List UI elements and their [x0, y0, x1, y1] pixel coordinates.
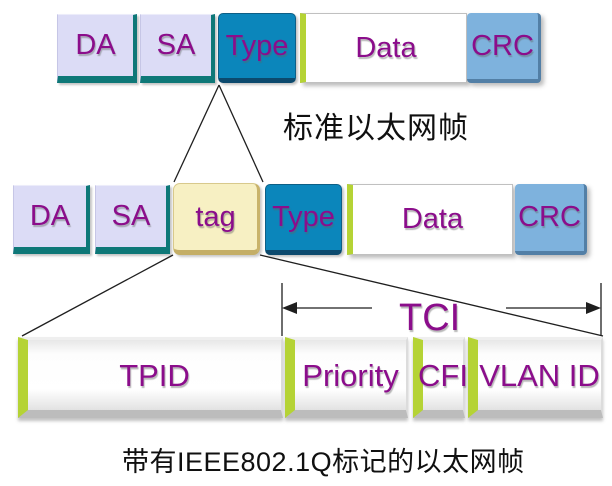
field-label: Type	[225, 29, 289, 62]
field-label: SA	[111, 200, 151, 232]
field-label: CRC	[518, 201, 581, 233]
tag-detail-cfi-field: CFI	[413, 337, 468, 418]
tag-detail-tpid-field: TPID	[18, 337, 283, 418]
field-label: VLAN ID	[479, 357, 600, 393]
arrowhead-left-icon	[282, 302, 297, 314]
field-label: SA	[156, 29, 196, 61]
tagged-frame-da-field: DA	[13, 185, 90, 254]
tagged-frame-tag-field: tag	[173, 183, 260, 255]
arrowhead-right-icon	[586, 302, 601, 314]
field-label: Data	[355, 31, 417, 64]
tagged-frame-crc-field: CRC	[515, 184, 587, 255]
standard-frame-da-field: DA	[57, 14, 137, 83]
field-label: tag	[195, 200, 236, 233]
tagged-frame-data-field: Data	[347, 184, 513, 255]
field-label: Priority	[302, 357, 399, 393]
field-label: Type	[272, 201, 335, 233]
tagged-frame-caption: 带有IEEE802.1Q标记的以太网帧	[122, 447, 525, 477]
standard-frame-crc-field: CRC	[467, 13, 541, 83]
tci-span-label: TCI	[399, 297, 461, 339]
callout-lines-standard-to-tag	[173, 84, 264, 183]
tag-detail-priority-field: Priority	[285, 337, 408, 418]
field-label: DA	[29, 200, 71, 232]
tagged-frame-type-field: Type	[265, 184, 342, 255]
field-label: CRC	[471, 29, 534, 62]
standard-frame-type-field: Type	[218, 13, 296, 83]
standard-frame-sa-field: SA	[140, 14, 215, 83]
field-label: CFI	[418, 357, 468, 393]
field-label: TPID	[119, 357, 190, 393]
tag-detail-vlanid-field: VLAN ID	[468, 337, 603, 418]
standard-frame-data-field: Data	[300, 13, 467, 83]
tagged-frame-sa-field: SA	[95, 185, 170, 254]
field-label: DA	[75, 29, 116, 61]
field-label: Data	[401, 203, 464, 235]
callout-lines-tag-to-detail	[21, 254, 604, 337]
standard-frame-caption: 标准以太网帧	[283, 112, 469, 145]
